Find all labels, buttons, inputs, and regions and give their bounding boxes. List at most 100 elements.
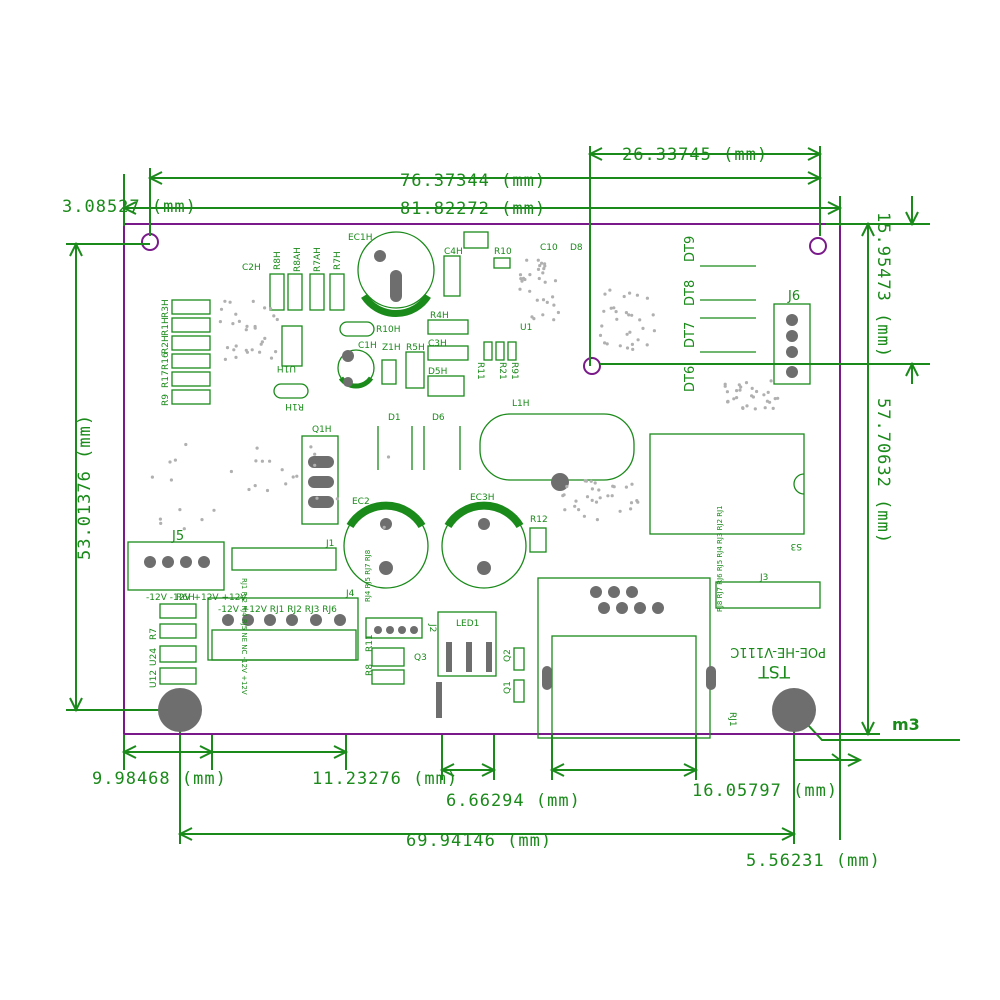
- via-dot: [565, 484, 569, 489]
- via-dot: [234, 312, 238, 316]
- via-dot: [182, 527, 186, 531]
- dim-26-33745: 26.33745 (mm): [622, 145, 768, 165]
- mount-hole-mid-right: [583, 357, 601, 375]
- via-dot: [645, 343, 649, 347]
- via-dot: [225, 346, 230, 350]
- via-dot: [537, 276, 541, 281]
- via-dot: [255, 446, 259, 450]
- svg-text:R5H: R5H: [406, 343, 425, 353]
- ec1h-capacitor: [357, 231, 435, 309]
- via-dot: [219, 307, 224, 311]
- svg-text:DT7: DT7: [683, 322, 698, 348]
- via-dot: [535, 298, 539, 302]
- svg-text:EC2: EC2: [352, 497, 370, 507]
- via-dot: [602, 309, 606, 313]
- via-dot: [269, 356, 274, 360]
- via-dot: [563, 508, 567, 512]
- via-dot: [612, 306, 616, 310]
- via-dot: [309, 445, 313, 449]
- svg-text:U1: U1: [520, 323, 532, 333]
- via-dot: [582, 514, 587, 518]
- via-dot: [741, 406, 745, 410]
- via-dot: [608, 288, 612, 292]
- svg-text:C2H: C2H: [242, 263, 261, 273]
- via-dot: [638, 318, 642, 322]
- svg-text:J5: J5: [171, 529, 184, 544]
- via-dot: [552, 303, 556, 307]
- via-dot: [614, 310, 618, 314]
- via-dot: [269, 307, 273, 311]
- via-dot: [525, 258, 529, 262]
- via-dot: [771, 406, 775, 410]
- svg-text:R7AH: R7AH: [313, 247, 323, 272]
- via-dot: [542, 267, 546, 271]
- svg-text:-12V -12V +12V +12V: -12V -12V +12V +12V: [146, 593, 247, 603]
- via-dot: [635, 293, 640, 297]
- via-dot: [519, 277, 523, 281]
- svg-text:R10: R10: [494, 247, 512, 257]
- via-dot: [631, 347, 635, 351]
- svg-text:RJ4 RJ5 RJ7 RJ8: RJ4 RJ5 RJ7 RJ8: [364, 550, 372, 602]
- svg-text:R16: R16: [161, 352, 171, 370]
- via-dot: [551, 295, 555, 299]
- svg-text:R1H: R1H: [161, 317, 171, 336]
- via-dot: [776, 396, 780, 400]
- via-dot: [169, 478, 173, 482]
- via-dot: [585, 495, 590, 499]
- via-dot: [630, 313, 634, 317]
- via-dot: [247, 487, 251, 492]
- via-dot: [295, 474, 299, 478]
- via-dot: [540, 261, 544, 265]
- via-dot: [234, 355, 238, 359]
- svg-text:J2: J2: [427, 623, 437, 632]
- svg-text:L1H: L1H: [512, 399, 530, 409]
- svg-text:C1H: C1H: [358, 341, 377, 351]
- via-dot: [589, 479, 593, 483]
- via-dot: [745, 404, 749, 408]
- svg-text:C10: C10: [540, 243, 558, 253]
- via-dot: [265, 488, 270, 493]
- via-dot: [725, 390, 730, 394]
- via-dot: [523, 277, 527, 282]
- via-dot: [234, 344, 238, 348]
- via-dot: [232, 348, 236, 352]
- svg-text:RJ1 RJ2 RJ4 RJ5 NE NC -12V +12: RJ1 RJ2 RJ4 RJ5 NE NC -12V +12V: [240, 578, 248, 695]
- via-dot: [750, 394, 754, 398]
- svg-text:R3H: R3H: [161, 299, 171, 318]
- via-dot: [518, 287, 522, 291]
- svg-text:R10H: R10H: [376, 325, 400, 335]
- via-dot: [258, 350, 262, 354]
- svg-text:-12V +12V RJ1 RJ2 RJ3 RJ6: -12V +12V RJ1 RJ2 RJ3 RJ6: [218, 605, 337, 615]
- via-dot: [168, 460, 172, 464]
- via-dot: [629, 507, 633, 511]
- via-dot: [159, 521, 163, 526]
- svg-text:R8: R8: [365, 664, 375, 676]
- svg-text:R12: R12: [530, 515, 548, 525]
- via-dot: [520, 279, 524, 283]
- dim-6-66294: 6.66294 (mm): [446, 791, 581, 811]
- via-dot: [251, 299, 255, 303]
- via-dot: [552, 318, 556, 322]
- dim-76-37344: 76.37344 (mm): [400, 171, 546, 191]
- via-dot: [732, 397, 736, 401]
- via-dot: [590, 487, 595, 491]
- via-dot: [738, 388, 742, 392]
- svg-text:RJ1: RJ1: [727, 712, 737, 727]
- silkscreen-labels: EC1H C4H R10 C10 D8 C2H R8H R8AH R7AH R7…: [146, 233, 826, 727]
- via-dot: [635, 499, 639, 503]
- via-dot: [386, 455, 391, 459]
- svg-text:R17: R17: [161, 370, 171, 388]
- via-dot: [612, 485, 616, 489]
- via-dot: [291, 475, 295, 479]
- via-dot: [625, 346, 630, 350]
- via-dot: [231, 322, 235, 326]
- via-dot: [218, 320, 222, 324]
- mount-hole-top-right: [809, 237, 827, 255]
- via-dot: [618, 344, 622, 348]
- dim-53-01376: 53.01376 (mm): [75, 414, 95, 560]
- svg-text:Q1: Q1: [503, 681, 513, 694]
- svg-text:R11: R11: [365, 634, 375, 652]
- via-dot: [541, 271, 545, 275]
- via-dot: [223, 357, 227, 361]
